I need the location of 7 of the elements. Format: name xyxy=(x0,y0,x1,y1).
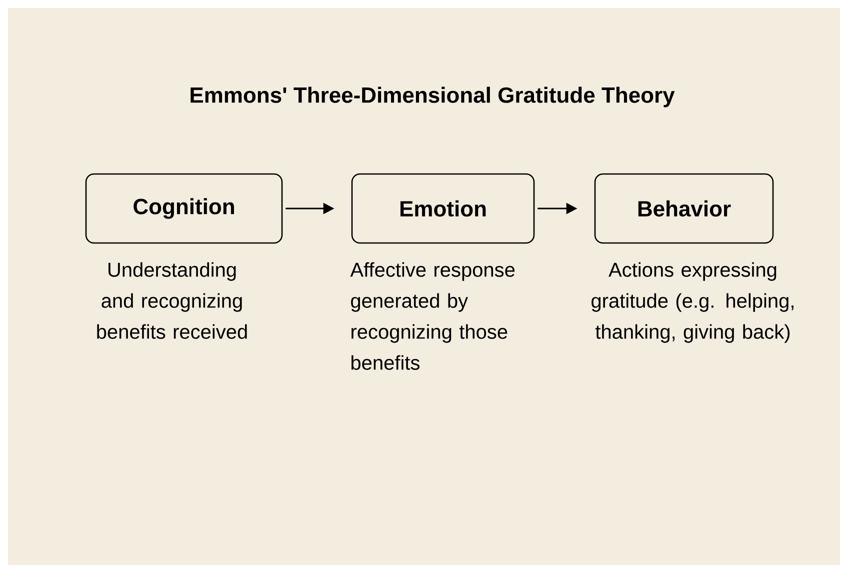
process-box: Behavior xyxy=(594,173,774,244)
process-box: Emotion xyxy=(351,173,535,244)
description: Understanding and recognizing benefits received xyxy=(97,262,247,339)
title: Emmons' Three-Dimensional Gratitude Theory xyxy=(190,86,675,108)
process-box: Cognition xyxy=(85,173,283,244)
description: Actions expressing gratitude (e.g. helping, thanking, giving back) xyxy=(592,262,794,343)
description: Affective response generated by recognizing those benefits xyxy=(350,262,515,370)
